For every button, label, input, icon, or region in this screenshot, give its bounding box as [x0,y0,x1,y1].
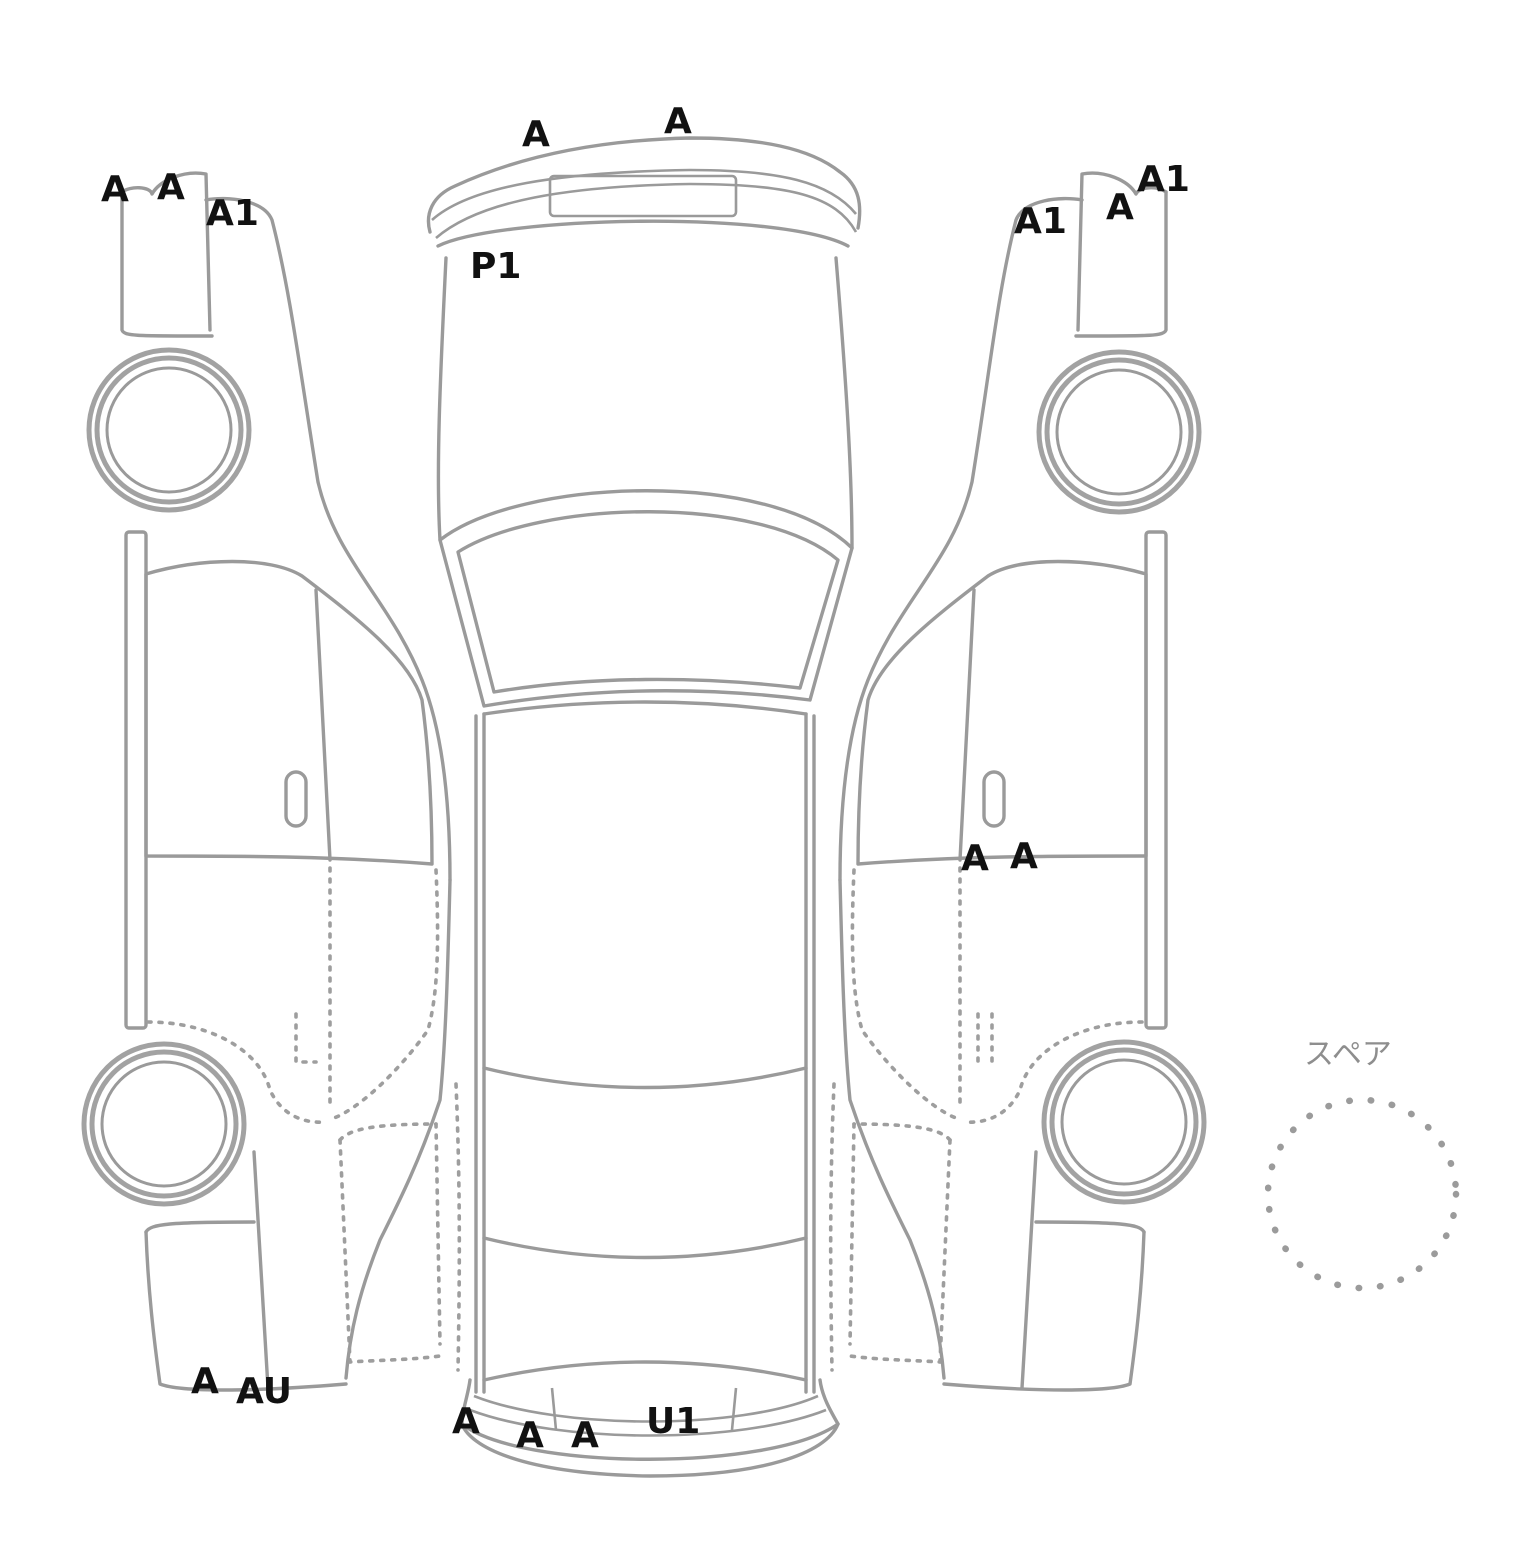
front-bumper [426,136,862,239]
mark-rear-bumper-2: A [516,1415,544,1456]
left-front-tire [86,347,252,513]
right-rear-tire [1041,1039,1207,1205]
mark-right-front-1: A1 [1014,201,1067,242]
spare-tire-circle [1264,1096,1460,1292]
damage-marks: A A P1 A A A1 A1 A A1 A A A AU A A A U1 [101,101,1190,1456]
mark-rear-bumper-4: U1 [646,1401,700,1442]
right-front-tire [1036,349,1202,515]
bonnet [436,219,854,550]
rear-bumper [460,1378,840,1478]
mark-front-bumper-1: A [522,114,550,155]
windshield [438,489,854,708]
mark-left-front-1: A [101,169,129,210]
mark-right-front-3: A1 [1137,159,1190,200]
mark-left-front-3: A1 [206,193,259,234]
mark-left-rear-1: A [191,1361,219,1402]
car-top-view [426,136,862,1478]
roof [474,700,816,1394]
mark-front-bumper-2: A [664,101,692,142]
mark-bonnet: P1 [470,246,521,287]
mark-rear-bumper-1: A [452,1401,480,1442]
mark-right-door-1: A [961,838,989,879]
spare-tire: スペア [1264,1037,1460,1292]
mark-rear-bumper-3: A [571,1415,599,1456]
car-left-side-view [81,171,462,1392]
car-right-side-view [828,171,1207,1392]
mark-right-door-2: A [1010,836,1038,877]
spare-label: スペア [1304,1037,1392,1072]
mark-right-front-2: A [1106,187,1134,228]
mark-left-front-2: A [157,167,185,208]
left-rear-tire [81,1041,247,1207]
mark-left-rear-2: AU [236,1371,292,1412]
